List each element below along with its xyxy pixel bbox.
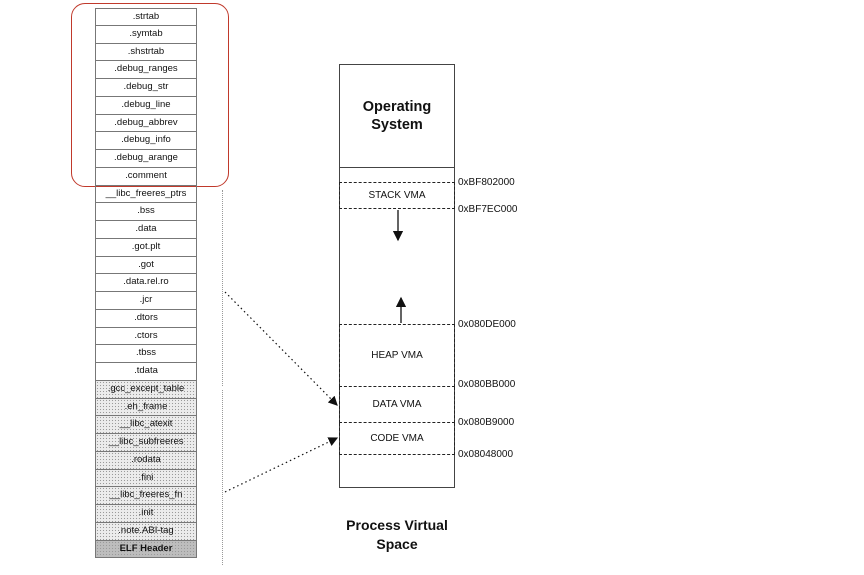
process-virtual-space [339,64,455,488]
elf-section-13: .got.plt [95,238,197,257]
os-divider [339,167,455,168]
elf-section-1: .symtab [95,25,197,44]
elf-section-table: .strtab.symtab.shstrtab.debug_ranges.deb… [95,8,197,559]
elf-section-18: .ctors [95,327,197,346]
elf-section-11: .bss [95,203,197,221]
heap-vma-label: HEAP VMA [371,350,423,361]
code-vma: CODE VMA [339,423,455,455]
data-mapping-arrow [224,291,338,406]
elf-section-6: .debug_abbrev [95,114,197,133]
elf-section-2: .shstrtab [95,43,197,62]
debug-sections-highlight [71,3,229,187]
elf-section-0: .strtab [95,8,197,26]
code-segment-bracket-line [222,390,223,565]
os-label-line1: Operating [362,99,432,115]
caption-line1: Process Virtual [346,517,448,533]
data-vma-label: DATA VMA [372,399,422,410]
elf-section-10: __libc_freeres_ptrs [95,185,197,204]
heap-vma: HEAP VMA [339,324,455,387]
elf-section-12: .data [95,221,197,239]
elf-section-3: .debug_ranges [95,61,197,79]
caption-line2: Space [376,536,418,552]
elf-section-14: .got [95,256,197,275]
elf-section-15: .data.rel.ro [95,274,197,292]
address-code-bottom: 0x08048000 [458,449,514,460]
address-data-top: 0x080BB000 [458,379,516,390]
elf-section-9: .comment [95,167,197,186]
elf-section-29: .note.ABI-tag [95,522,197,541]
elf-section-22: .eh_frame [95,398,197,417]
address-heap-top: 0x080DE000 [458,319,516,330]
elf-section-28: .init [95,505,197,523]
process-virtual-space-caption: Process Virtual Space [330,516,464,554]
address-stack-bottom: 0xBF7EC000 [458,204,518,215]
os-label-line2: System [371,117,423,133]
data-segment-bracket-line [222,190,223,386]
elf-section-7: .debug_info [95,132,197,150]
code-vma-label: CODE VMA [370,433,424,444]
operating-system-label: Operating System [339,98,455,134]
elf-section-25: .rodata [95,451,197,470]
elf-section-19: .tbss [95,345,197,363]
stack-vma-label: STACK VMA [368,190,426,201]
elf-section-8: .debug_arange [95,150,197,168]
code-mapping-arrow [224,437,339,493]
data-vma: DATA VMA [339,387,455,423]
elf-section-27: __libc_freeres_fn [95,487,197,505]
address-stack-top: 0xBF802000 [458,177,515,188]
elf-section-20: .tdata [95,363,197,381]
elf-section-4: .debug_str [95,79,197,97]
elf-section-17: .dtors [95,309,197,328]
elf-section-26: .fini [95,469,197,488]
elf-section-23: __libc_atexit [95,416,197,434]
stack-vma: STACK VMA [339,182,455,209]
elf-section-5: .debug_line [95,96,197,115]
elf-section-21: .gcc_except_table [95,380,197,399]
elf-section-30: ELF Header [95,540,197,559]
elf-section-24: __libc_subfreeres [95,434,197,452]
elf-section-16: .jcr [95,292,197,310]
address-code-top: 0x080B9000 [458,417,515,428]
